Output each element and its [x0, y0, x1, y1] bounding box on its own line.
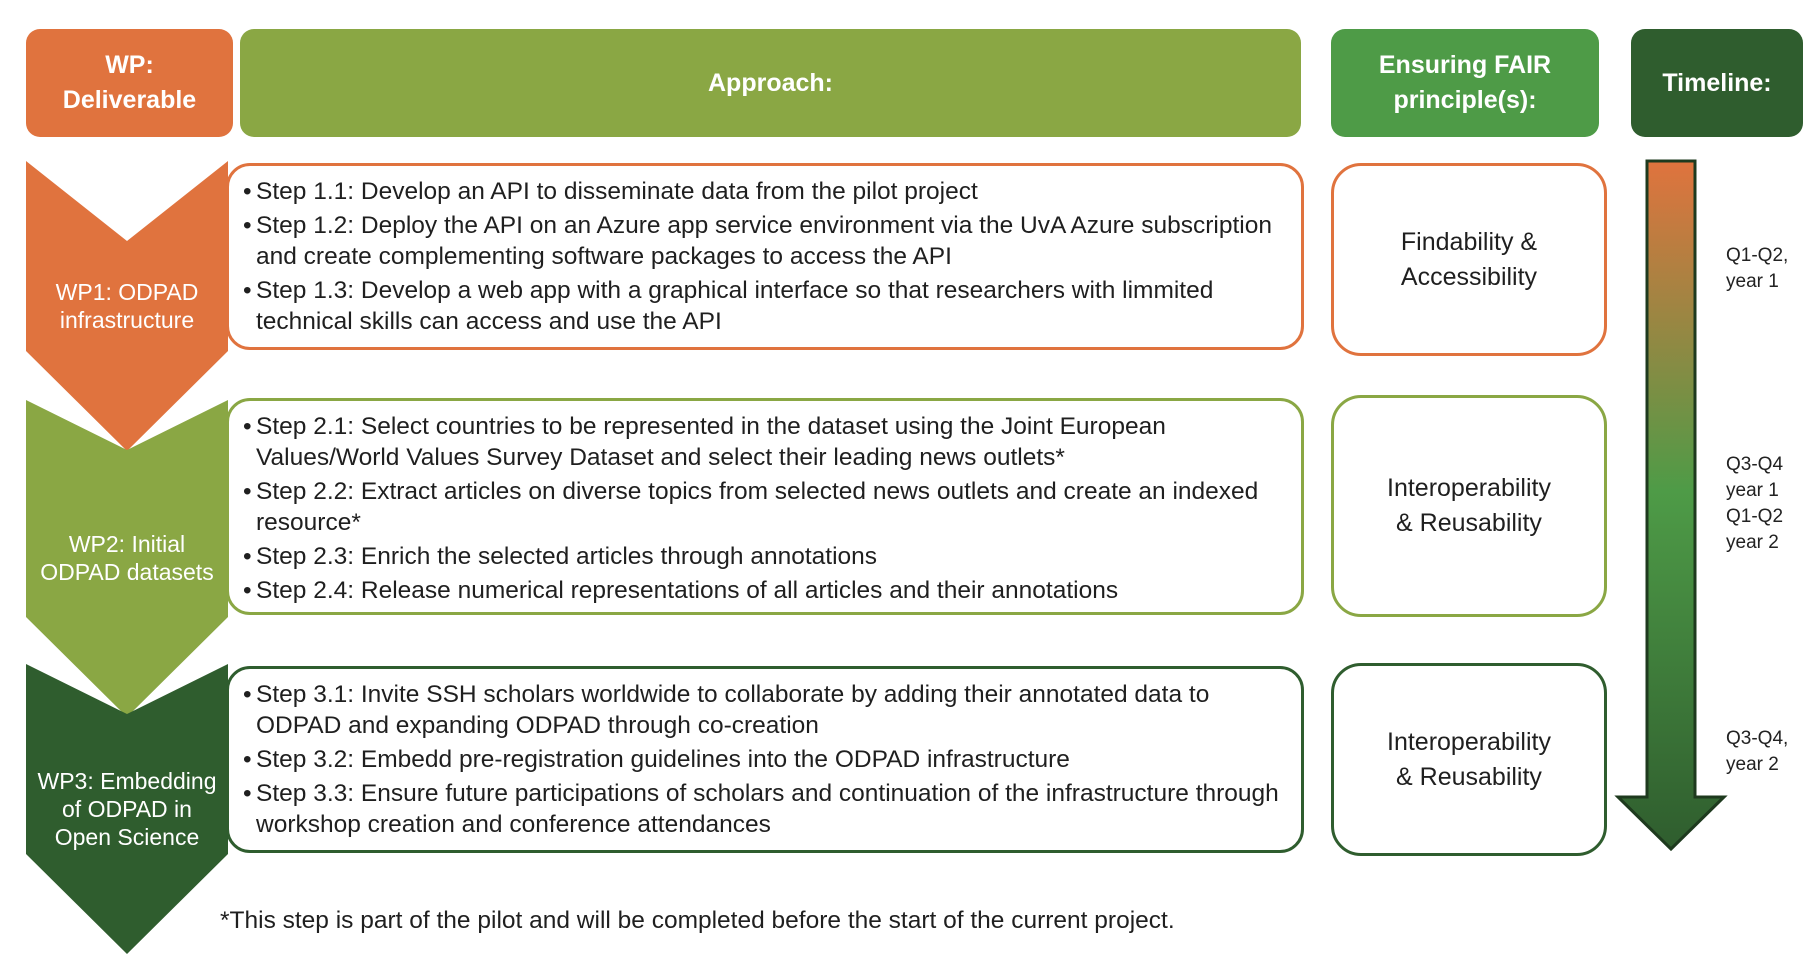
step-text: Step 3.1: Invite SSH scholars worldwide … [256, 681, 1210, 739]
step-item: • Step 3.3: Ensure future participations… [243, 778, 1287, 840]
step-text: Step 1.2: Deploy the API on an Azure app… [256, 212, 1272, 270]
wp2-timeline-label: Q3-Q4 year 1 Q1-Q2 year 2 [1726, 454, 1784, 553]
bullet: • [243, 681, 252, 708]
step-item: • Step 2.1: Select countries to be repre… [243, 411, 1287, 473]
wp1-fair-box: Findability & Accessibility [1331, 163, 1607, 356]
wp2-chevron: WP2: Initial ODPAD datasets [26, 400, 228, 717]
step-text: Step 3.3: Ensure future participations o… [256, 780, 1279, 838]
header-approach: Approach: [240, 29, 1301, 137]
timeline-arrow [1614, 159, 1728, 852]
wp3-chevron: WP3: Embedding of ODPAD in Open Science [26, 664, 228, 954]
wp1-label: WP1: ODPAD infrastructure [55, 279, 199, 333]
wp3-fair-box: Interoperability & Reusability [1331, 663, 1607, 856]
header-fair-label: Ensuring FAIR principle(s): [1378, 51, 1552, 114]
step-item: • Step 2.4: Release numerical representa… [243, 575, 1287, 606]
wp1-timeline-label: Q1-Q2, year 1 [1726, 245, 1789, 292]
wp2-chevron-shape [26, 400, 228, 717]
header-fair: Ensuring FAIR principle(s): [1331, 29, 1599, 137]
wp3-fair-text: Interoperability & Reusability [1387, 727, 1551, 791]
bullet: • [243, 577, 252, 604]
step-item: • Step 2.2: Extract articles on diverse … [243, 476, 1287, 538]
bullet: • [243, 746, 252, 773]
header-wp: WP: Deliverable [26, 29, 233, 137]
bullet: • [243, 178, 252, 205]
header-approach-label: Approach: [708, 68, 833, 97]
wp2-label: WP2: Initial ODPAD datasets [40, 531, 214, 585]
wp3-steps-box: • Step 3.1: Invite SSH scholars worldwid… [226, 666, 1304, 853]
step-item: • Step 2.3: Enrich the selected articles… [243, 541, 1287, 572]
header-timeline-label: Timeline: [1662, 68, 1772, 97]
bullet: • [243, 543, 252, 570]
step-text: Step 2.2: Extract articles on diverse to… [256, 478, 1259, 536]
wp2-fair-box: Interoperability & Reusability [1331, 395, 1607, 617]
step-item: • Step 3.1: Invite SSH scholars worldwid… [243, 679, 1287, 741]
wp1-chevron: WP1: ODPAD infrastructure [26, 161, 228, 451]
bullet: • [243, 780, 252, 807]
wp1-steps-box: • Step 1.1: Develop an API to disseminat… [226, 163, 1304, 350]
wp1-chevron-shape [26, 161, 228, 451]
step-item: • Step 1.1: Develop an API to disseminat… [243, 176, 1287, 207]
step-item: • Step 1.2: Deploy the API on an Azure a… [243, 210, 1287, 272]
step-text: Step 3.2: Embedd pre-registration guidel… [256, 746, 1070, 773]
wp3-timeline-label: Q3-Q4, year 2 [1726, 728, 1789, 775]
step-text: Step 1.3: Develop a web app with a graph… [256, 277, 1214, 335]
step-item: • Step 1.3: Develop a web app with a gra… [243, 275, 1287, 337]
footnote: *This step is part of the pilot and will… [220, 907, 1175, 934]
bullet: • [243, 277, 252, 304]
wp2-fair-text: Interoperability & Reusability [1387, 474, 1551, 537]
header-timeline: Timeline: [1631, 29, 1803, 137]
step-text: Step 2.3: Enrich the selected articles t… [256, 543, 878, 570]
wp3-chevron-shape [26, 664, 228, 954]
step-text: Step 1.1: Develop an API to disseminate … [256, 178, 978, 205]
bullet: • [243, 478, 252, 505]
step-item: • Step 3.2: Embedd pre-registration guid… [243, 744, 1287, 775]
step-text: Step 2.4: Release numerical representati… [256, 577, 1119, 604]
step-text: Step 2.1: Select countries to be represe… [256, 413, 1166, 471]
wp1-fair-text: Findability & Accessibility [1400, 227, 1538, 291]
wp3-label: WP3: Embedding of ODPAD in Open Science [37, 768, 217, 850]
wp2-steps-box: • Step 2.1: Select countries to be repre… [226, 398, 1304, 615]
bullet: • [243, 212, 252, 239]
bullet: • [243, 413, 252, 440]
header-wp-label: WP: Deliverable [62, 51, 197, 114]
